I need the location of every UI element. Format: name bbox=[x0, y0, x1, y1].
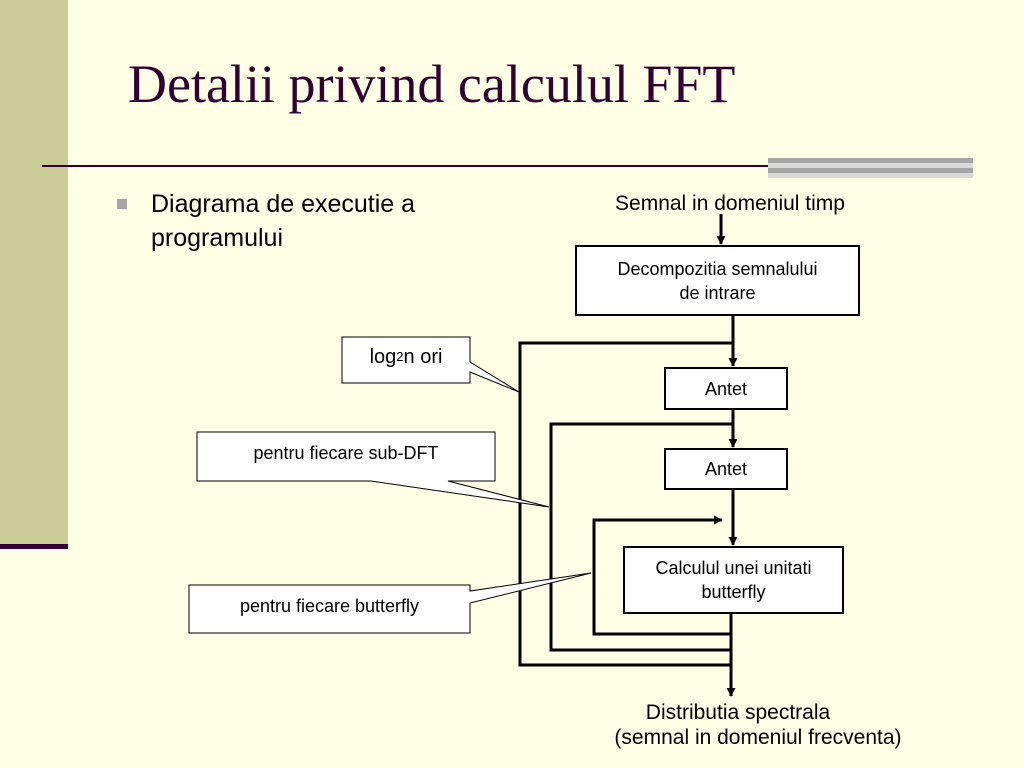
output-label-line-2: (semnal in domeniul frecventa) bbox=[614, 726, 902, 749]
butterfly-box: Calculul unei unitati butterfly bbox=[623, 546, 844, 614]
slide-title: Detalii privind calculul FFT bbox=[128, 54, 736, 114]
log-rest-text: n ori bbox=[403, 346, 443, 368]
callout-sub-dft-text: pentru fiecare sub-DFT bbox=[253, 443, 439, 463]
output-label-line-1: Distributia spectrala bbox=[645, 701, 831, 724]
callout-sub-dft-bubble bbox=[196, 431, 550, 508]
callout-log2n-bubble bbox=[341, 336, 520, 393]
callout-butterfly-bubble bbox=[188, 572, 592, 634]
left-decorative-band bbox=[0, 0, 68, 545]
input-signal-label: Semnal in domeniul timp bbox=[615, 192, 845, 215]
decomposition-box: Decompozitia semnalului de intrare bbox=[575, 245, 860, 316]
header-box-2: Antet bbox=[664, 448, 788, 490]
divider-accent bbox=[768, 158, 973, 178]
middle-loop-sub-dft bbox=[549, 422, 733, 652]
inner-loop-butterfly bbox=[592, 515, 731, 636]
log-subscript-text: 2 bbox=[396, 349, 404, 364]
title-divider bbox=[42, 165, 973, 167]
outer-loop-log2n bbox=[518, 341, 733, 667]
bullet-text: Diagrama de executie a programului bbox=[151, 190, 416, 252]
header-box-1: Antet bbox=[664, 367, 788, 410]
bullet-square-icon bbox=[117, 199, 127, 209]
callout-butterfly-text: pentru fiecare butterfly bbox=[239, 596, 420, 616]
left-band-rule bbox=[0, 544, 68, 549]
log-base-text: log bbox=[369, 346, 397, 368]
